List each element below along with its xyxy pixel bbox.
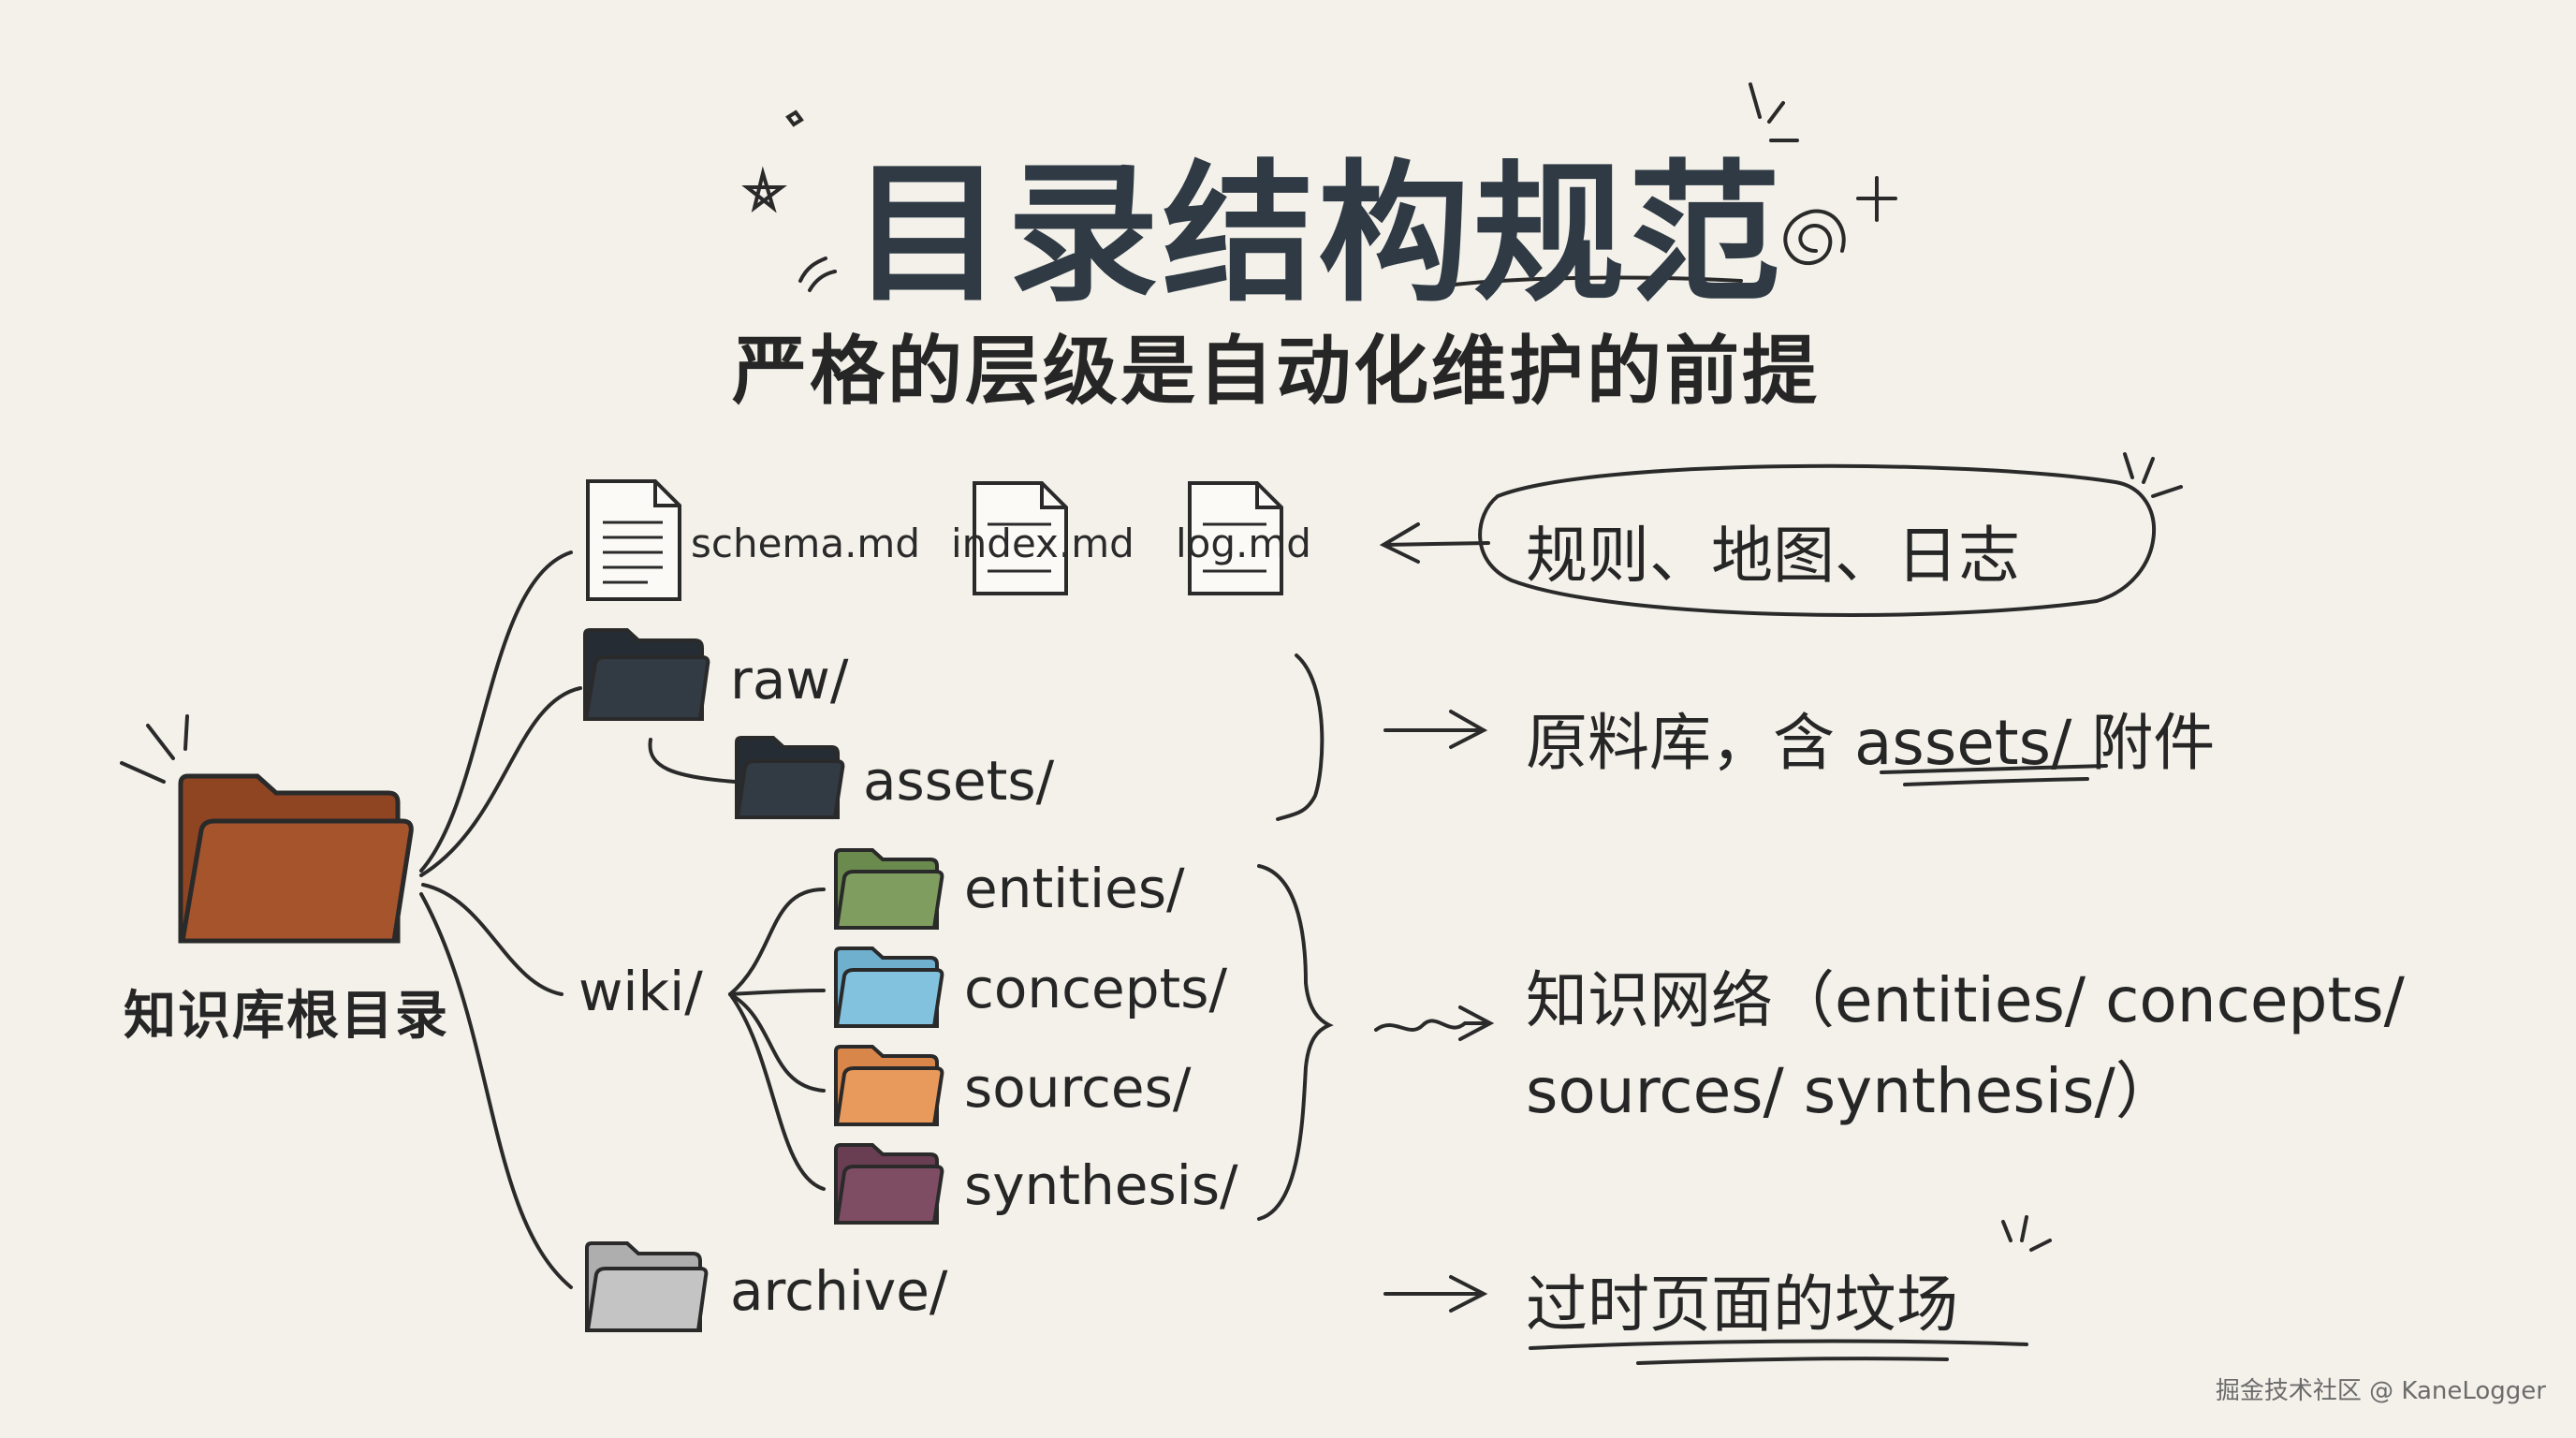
spark-doodle-note [2123,452,2183,498]
folder-wiki[interactable]: wiki/ [578,960,703,1023]
branch-assets [648,738,737,784]
branch-concepts [728,989,826,996]
wiki-bracket [1257,864,1334,1221]
folder-archive[interactable]: archive/ [730,1259,948,1323]
archive-underline [1529,1339,2028,1350]
folder-synthesis[interactable]: synthesis/ [964,1153,1238,1217]
assets-underline [1880,764,2108,774]
concepts-folder-icon [834,946,944,1028]
raw-folder-icon [583,628,710,721]
title-underline [1444,275,1743,287]
branch-archive [419,892,573,1289]
folder-raw[interactable]: raw/ [730,648,849,712]
swirl-doodle [1783,209,1846,265]
page-title: 目录结构规范 [852,147,1784,323]
entities-folder-icon [834,848,944,930]
note-raw-highlight: assets/ [1853,707,2072,779]
note-files: 规则、地图、日志 [1526,520,2020,592]
arrow-archive [1383,1275,1488,1313]
arrow-files [1379,522,1490,564]
spark-doodle-archive [2001,1215,2052,1252]
root-label: 知识库根目录 [124,986,449,1047]
note-raw-suffix: 附件 [2071,707,2216,779]
branch-entities [728,888,826,996]
files-note-circle [1478,463,2157,618]
diamond-doodle [785,110,804,127]
folder-assets[interactable]: assets/ [863,749,1055,813]
branch-wiki [421,883,564,996]
motion-doodle [798,257,837,292]
note-raw: 原料库，含 assets/ 附件 [1526,693,2215,783]
arrow-wiki [1374,1005,1495,1041]
sources-folder-icon [834,1045,944,1126]
star-doodle [741,166,787,213]
plus-doodle [1856,176,1897,222]
raw-bracket [1276,653,1325,821]
branch-sources [728,992,826,1093]
spark-doodle-root [120,714,189,784]
file-log[interactable]: log.md [1176,521,1311,566]
note-archive: 过时页面的坟场 [1526,1269,1958,1341]
file-index[interactable]: index.md [951,521,1134,566]
index-file-icon [973,481,1068,595]
spark-doodle-title [1749,82,1799,142]
note-wiki-line1: 知识网络（entities/ concepts/ [1526,964,2405,1036]
page-subtitle: 严格的层级是自动化维护的前提 [732,328,1820,415]
branch-raw [419,686,582,877]
log-file-icon [1188,481,1283,595]
arrow-raw [1383,710,1488,749]
watermark: 掘金技术社区 @ KaneLogger [2215,1377,2546,1405]
synthesis-folder-icon [834,1143,944,1225]
note-wiki-line2: sources/ synthesis/） [1526,1055,2177,1127]
folder-entities[interactable]: entities/ [964,857,1185,920]
branch-synthesis [728,992,826,1191]
folder-sources[interactable]: sources/ [964,1056,1192,1120]
branch-files [419,550,573,873]
folder-concepts[interactable]: concepts/ [964,957,1228,1020]
file-schema[interactable]: schema.md [691,521,921,566]
root-folder-icon [178,773,414,944]
schema-file-icon [586,479,681,601]
assets-folder-icon [735,736,845,819]
archive-folder-icon [585,1241,709,1332]
note-raw-prefix: 原料库，含 [1526,707,1854,779]
